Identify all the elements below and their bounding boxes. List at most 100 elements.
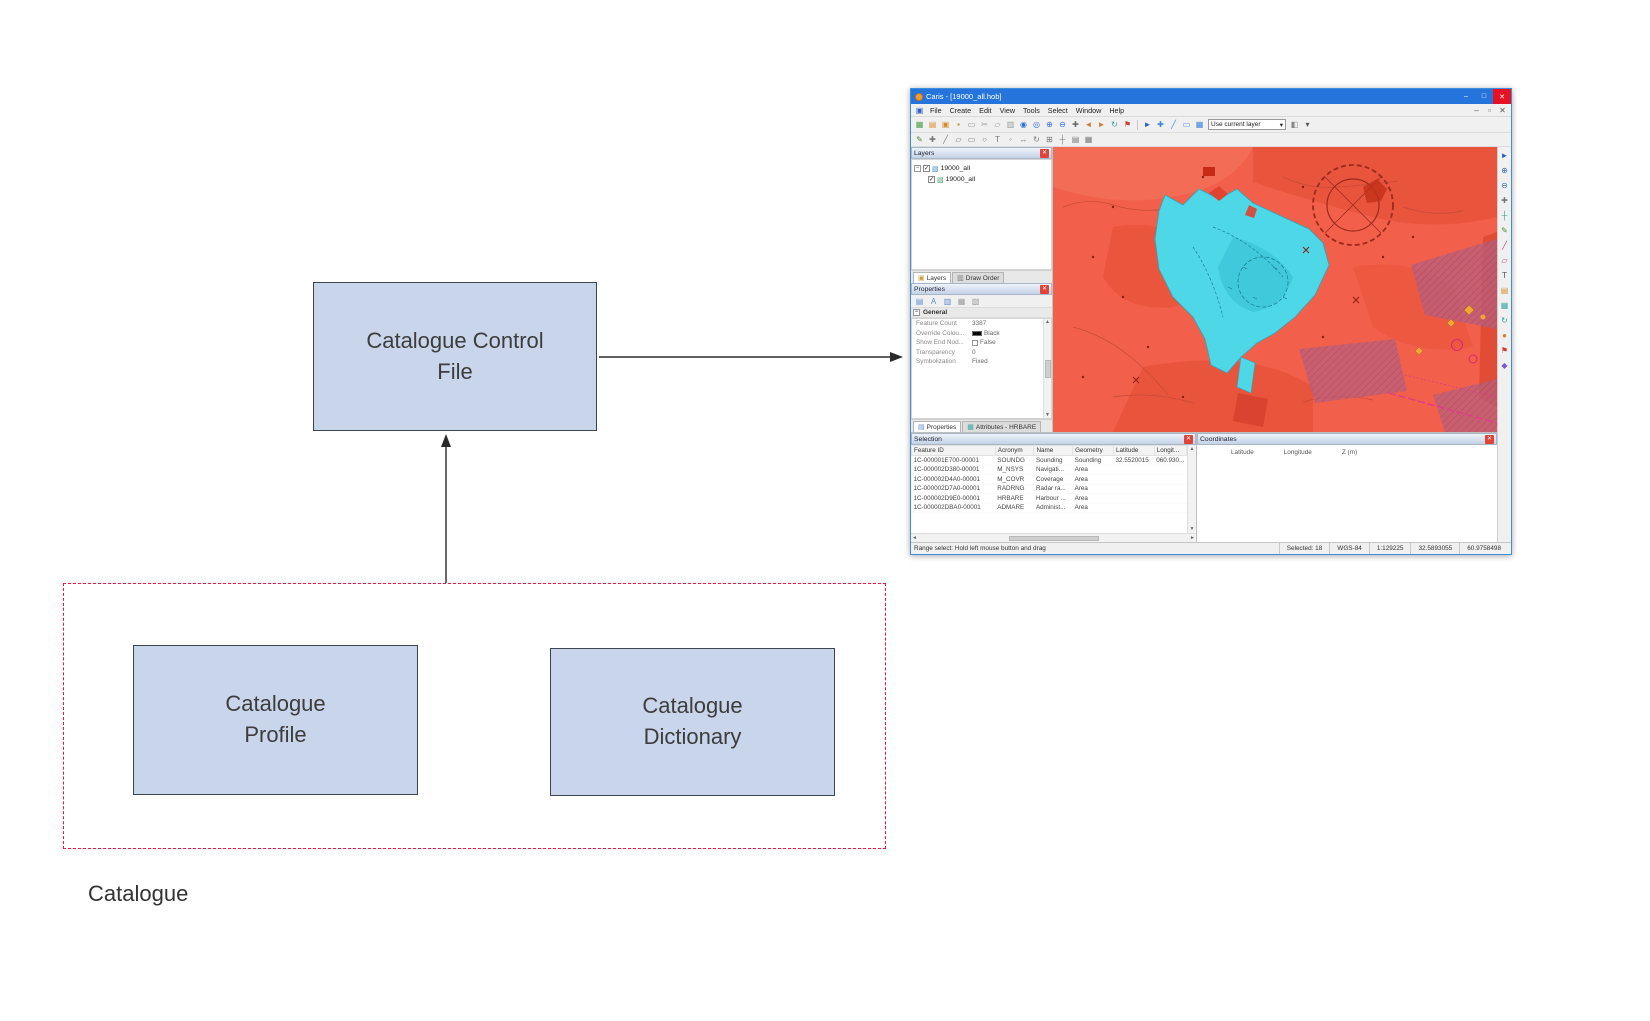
collapse-icon[interactable]: − (914, 165, 921, 172)
map-view[interactable] (1053, 147, 1497, 432)
map-layers-icon[interactable]: ▤ (1500, 286, 1509, 295)
tree-row-root[interactable]: − ✓ ▧ 19000_all (914, 163, 1049, 174)
menu-edit[interactable]: Edit (979, 105, 992, 115)
copy-icon[interactable]: ▱ (994, 120, 1001, 129)
zoom-area-icon[interactable]: ◎ (1033, 120, 1040, 129)
menu-create[interactable]: Create (949, 105, 972, 115)
session-menu-icon[interactable]: ▾ (1305, 120, 1310, 129)
close-icon[interactable]: ✕ (1040, 284, 1049, 294)
add-text-icon[interactable]: T (995, 135, 1000, 144)
pointer-icon[interactable]: ► (1143, 120, 1152, 129)
select-by-line-icon[interactable]: ╱ (1171, 120, 1176, 129)
selection-hscrollbar[interactable]: ◄ ► (911, 533, 1196, 542)
cut-icon[interactable]: ✂ (981, 120, 988, 129)
previous-view-icon[interactable]: ◄ (1084, 120, 1093, 129)
select-all-icon[interactable]: ▦ (1195, 120, 1204, 129)
zoom-world-icon[interactable]: ◉ (1020, 120, 1027, 129)
menu-file[interactable]: File (930, 105, 942, 115)
add-polygon-icon[interactable]: ▱ (955, 135, 962, 144)
tab-layers[interactable]: ▣ Layers (913, 272, 952, 283)
title-bar[interactable]: Caris - [19000_all.hob] – □ ✕ (911, 89, 1511, 104)
layer-checkbox[interactable]: ✓ (928, 176, 935, 183)
mdi-close-icon[interactable]: ✕ (1499, 105, 1506, 115)
selection-vscrollbar[interactable]: ▲ ▼ (1187, 445, 1196, 533)
map-pointer-icon[interactable]: ► (1500, 151, 1509, 160)
open-hob-icon[interactable]: ▤ (928, 120, 937, 129)
map-grid-icon[interactable]: ▦ (1500, 301, 1509, 310)
layer-combo[interactable]: Use current layer ▾ (1208, 119, 1286, 130)
measure-icon[interactable]: ┼ (1059, 135, 1066, 144)
layer-label[interactable]: 19000_all (945, 176, 976, 183)
scroll-thumb[interactable] (1008, 535, 1099, 541)
flag-icon[interactable]: ⚑ (1123, 120, 1132, 129)
layers-toggle-icon[interactable]: ▤ (1071, 135, 1080, 144)
map-flag-icon[interactable]: ⚑ (1500, 346, 1509, 355)
tab-attributes[interactable]: ▦ Attributes - HRBARE (962, 421, 1042, 432)
select-by-area-icon[interactable]: ▭ (1182, 120, 1191, 129)
scroll-thumb[interactable] (1044, 359, 1051, 378)
maximize-button[interactable]: □ (1481, 93, 1487, 100)
rotate-icon[interactable]: ↻ (1033, 135, 1040, 144)
paste-icon[interactable]: ▥ (1006, 120, 1015, 129)
map-edit-icon[interactable]: ✎ (1501, 226, 1508, 235)
map-label-icon[interactable]: T (1502, 271, 1507, 280)
mdi-minimize-icon[interactable]: – (1474, 105, 1479, 115)
layer-checkbox[interactable]: ✓ (923, 165, 930, 172)
map-settings-icon[interactable]: ◆ (1501, 361, 1508, 370)
select-tool-icon[interactable]: ▦ (915, 120, 924, 129)
add-line-icon[interactable]: ╱ (943, 135, 948, 144)
grid-view-icon[interactable]: ▦ (957, 296, 966, 306)
grid-toggle-icon[interactable]: ▦ (1084, 135, 1093, 144)
open-folder-icon[interactable]: ▣ (941, 120, 950, 129)
scroll-up-icon[interactable]: ▲ (1045, 319, 1050, 325)
edit-icon[interactable]: ✎ (916, 135, 923, 144)
close-icon[interactable]: ✕ (1184, 434, 1193, 444)
close-button[interactable]: ✕ (1493, 89, 1511, 104)
map-refresh-icon[interactable]: ↻ (1501, 316, 1508, 325)
property-row[interactable]: Override Colou... Black (912, 329, 1043, 339)
print-icon[interactable]: ▭ (967, 120, 976, 129)
map-area-icon[interactable]: ▱ (1501, 256, 1508, 265)
column-header[interactable]: Geometry (1072, 445, 1114, 456)
close-icon[interactable]: ✕ (1485, 434, 1494, 444)
selection-panel-header[interactable]: Selection ✕ (911, 433, 1196, 445)
property-pages-icon[interactable]: ▥ (943, 296, 952, 306)
close-icon[interactable]: ✕ (1040, 148, 1049, 158)
property-row[interactable]: Show End Nod... False (912, 338, 1043, 348)
property-row[interactable]: Feature Count 3387 (912, 319, 1043, 329)
property-row[interactable]: Transparency 0 (912, 348, 1043, 358)
map-zoom-in-icon[interactable]: ⊕ (1501, 166, 1508, 175)
mdi-restore-icon[interactable]: ▫ (1488, 105, 1491, 115)
select-by-point-icon[interactable]: ✚ (1157, 120, 1164, 129)
menu-select[interactable]: Select (1047, 105, 1068, 115)
alphabetical-view-icon[interactable]: A (930, 296, 937, 306)
menu-window[interactable]: Window (1075, 105, 1102, 115)
column-header[interactable]: Latitude (1112, 445, 1155, 456)
expand-view-icon[interactable]: ▧ (971, 296, 980, 306)
tab-properties[interactable]: ▤ Properties (913, 421, 962, 432)
scroll-left-icon[interactable]: ◄ (912, 535, 917, 541)
map-measure-icon[interactable]: ┼ (1501, 211, 1508, 220)
move-icon[interactable]: ↔ (1019, 135, 1028, 144)
zoom-in-icon[interactable]: ⊕ (1046, 120, 1053, 129)
minimize-button[interactable]: – (1464, 93, 1468, 100)
coordinates-panel-header[interactable]: Coordinates ✕ (1197, 433, 1497, 445)
properties-scrollbar[interactable]: ▲ ▼ (1043, 319, 1051, 418)
move-node-icon[interactable]: ◦ (1009, 135, 1012, 144)
scroll-up-icon[interactable]: ▲ (1189, 446, 1195, 452)
property-row[interactable]: Symbolization Fixed (912, 357, 1043, 367)
add-circle-icon[interactable]: ○ (982, 135, 987, 144)
collapse-icon[interactable]: − (913, 309, 920, 316)
snap-icon[interactable]: ⊞ (1046, 135, 1053, 144)
categorized-view-icon[interactable]: ▤ (915, 296, 924, 306)
checkbox-icon[interactable] (972, 339, 978, 346)
column-header[interactable]: Name (1033, 445, 1074, 456)
column-header[interactable]: Acronym (994, 445, 1035, 456)
column-header[interactable]: Feature ID (911, 445, 996, 456)
